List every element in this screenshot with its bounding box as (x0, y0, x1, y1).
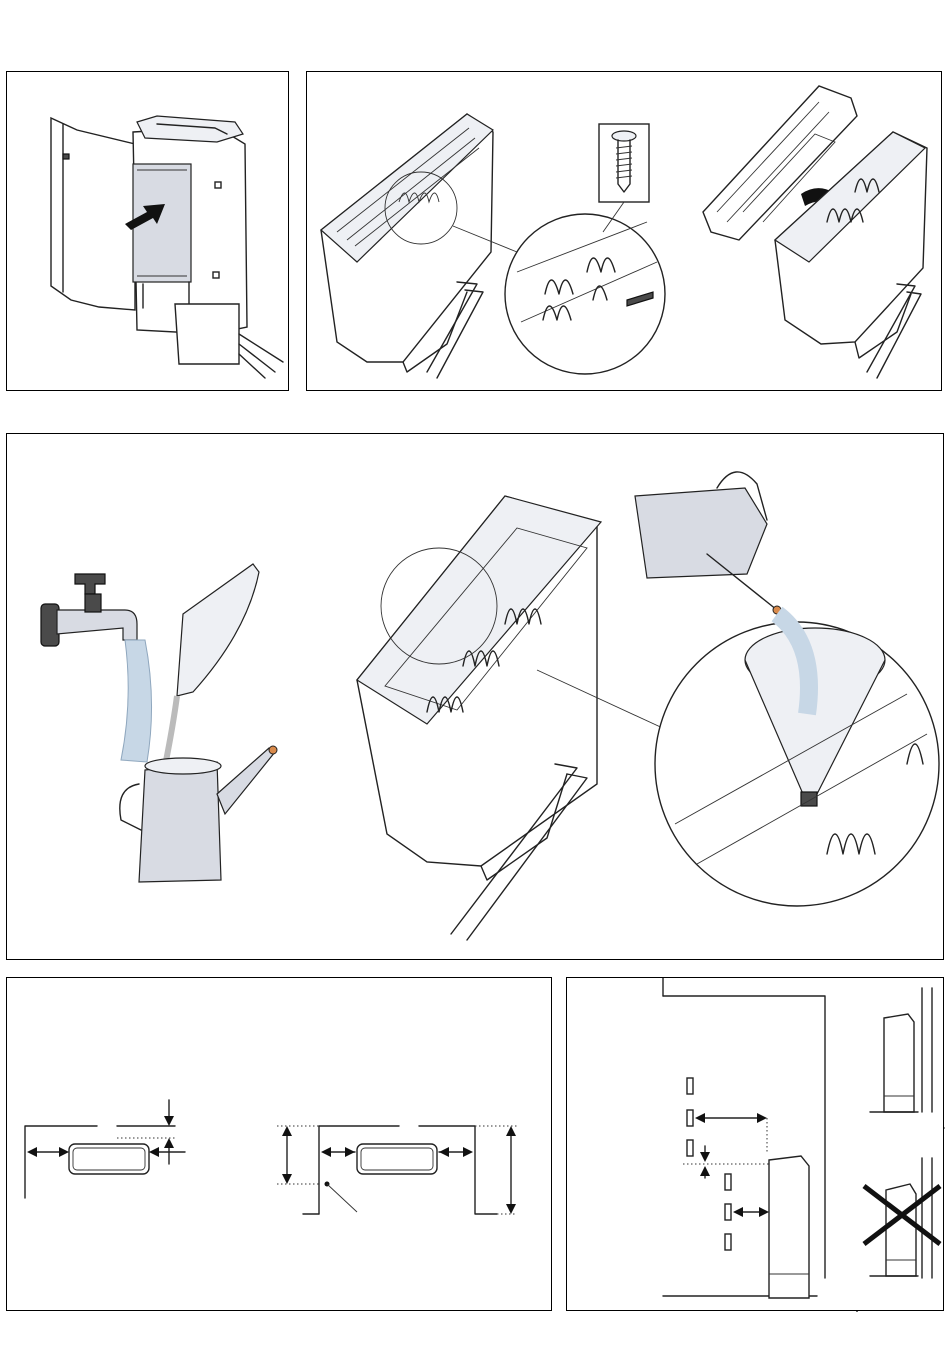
figure-filling (6, 433, 944, 960)
placement-allowed (870, 988, 932, 1112)
water-tap-icon (41, 574, 137, 646)
placement-correct-incorrect (856, 978, 944, 1312)
water-tank-filling-illustration (7, 434, 945, 961)
figure-placement (856, 977, 944, 1311)
figure-cover-removal (6, 71, 289, 391)
stone-tray-removal-illustration (307, 72, 943, 392)
figure-stone-tray (306, 71, 942, 391)
jug-icon (635, 472, 781, 614)
watering-can-icon (120, 746, 277, 882)
dimension-diagram (7, 978, 553, 1312)
stove-cover-removal-illustration (7, 72, 290, 392)
figure-safety-distances (6, 977, 552, 1311)
placement-not-allowed (864, 1158, 940, 1278)
